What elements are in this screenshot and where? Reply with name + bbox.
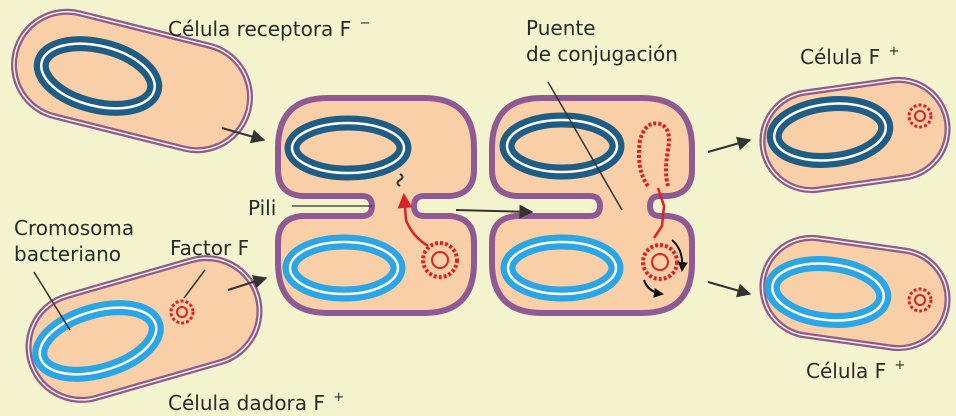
- label-cromosoma-2: bacteriano: [14, 242, 121, 266]
- label-puente-1: Puente: [526, 16, 596, 40]
- label-receptora-sign: −: [360, 16, 371, 31]
- label-receptora: Célula receptora F −: [168, 12, 370, 41]
- arrow-to-result-top: [708, 140, 750, 152]
- result-cell-bottom: [756, 232, 954, 355]
- result-cell-top: [756, 74, 954, 197]
- label-f-plus-bottom: Célula F +: [806, 354, 905, 383]
- label-f-plus-bottom-sign: +: [895, 358, 906, 373]
- arrow-pair1-to-pair2: [456, 210, 532, 212]
- result-top-body: [756, 74, 954, 197]
- label-f-plus-top-sign: +: [889, 44, 900, 59]
- label-pili: Pili: [248, 196, 276, 220]
- arrow-to-result-bottom: [708, 282, 750, 294]
- result-bottom-body: [756, 232, 954, 355]
- label-puente-2: de conjugación: [526, 42, 678, 66]
- label-factor-f: Factor F: [170, 236, 249, 260]
- label-f-plus-top: Célula F +: [800, 40, 899, 69]
- label-dadora-sign: +: [333, 390, 344, 405]
- conjugating-pair-2: [492, 98, 692, 313]
- label-dadora: Célula dadora F +: [168, 386, 344, 415]
- label-cromosoma-1: Cromosoma: [14, 216, 134, 240]
